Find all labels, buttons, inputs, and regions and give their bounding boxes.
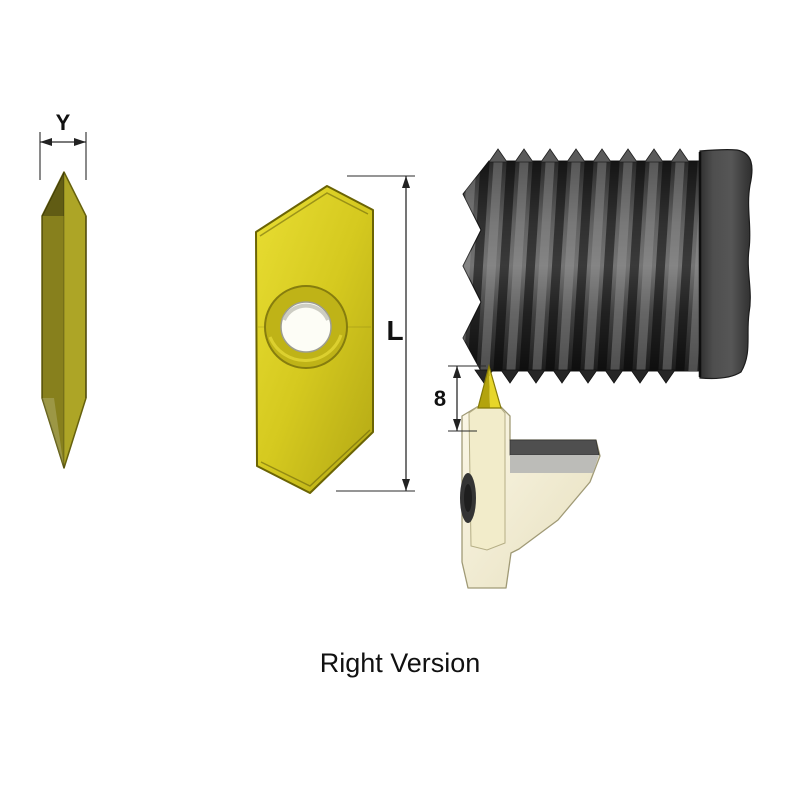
- side-profile-tip-highlight: [42, 398, 64, 468]
- tool-holder-with-insert: 8: [434, 363, 601, 589]
- l-arrow-top-icon: [402, 176, 410, 188]
- y-dimension-label: Y: [56, 110, 71, 135]
- side-profile-tip-shadow: [42, 172, 64, 216]
- threaded-screw: [462, 148, 753, 384]
- insert-side-view: Y: [39, 110, 87, 469]
- y-dimension: Y: [39, 110, 87, 180]
- holder-clamp-top-strip: [509, 439, 600, 456]
- holder-clamp-chamfer: [510, 455, 599, 473]
- y-arrow-right-icon: [74, 138, 86, 146]
- hole-ring-highlight: [268, 334, 343, 362]
- mounted-insert-tip: [477, 363, 502, 409]
- screw-thread-stripes: [463, 161, 700, 371]
- insert-tip-outline: [477, 363, 502, 409]
- insert-front-view: L: [255, 175, 415, 494]
- side-profile-body: [41, 171, 87, 469]
- side-profile-left-face: [42, 172, 64, 468]
- screw-thread-crests-bottom: [474, 369, 676, 384]
- hole-inner-shadow: [282, 303, 330, 321]
- l-arrow-bottom-icon: [402, 479, 410, 491]
- height-dimension-label: 8: [434, 386, 446, 411]
- insert-center-hole: [264, 285, 348, 369]
- insert-top-bevel-line: [259, 192, 369, 237]
- y-arrow-left-icon: [40, 138, 52, 146]
- insert-bottom-bevel-line: [260, 429, 371, 487]
- screw-head: [699, 148, 753, 380]
- height-arrow-bottom-icon: [453, 419, 461, 431]
- screw-thread-crests-top: [488, 148, 690, 163]
- mounted-insert-body: [468, 405, 506, 551]
- hole-bore: [280, 301, 332, 353]
- height-dimension: 8: [434, 365, 486, 432]
- height-arrow-top-icon: [453, 366, 461, 378]
- clamp-screw-core: [464, 484, 472, 512]
- insert-side-profile-shape: [41, 171, 87, 469]
- l-dimension-label: L: [386, 315, 403, 346]
- caption-text: Right Version: [320, 648, 481, 678]
- l-dimension: L: [336, 175, 415, 492]
